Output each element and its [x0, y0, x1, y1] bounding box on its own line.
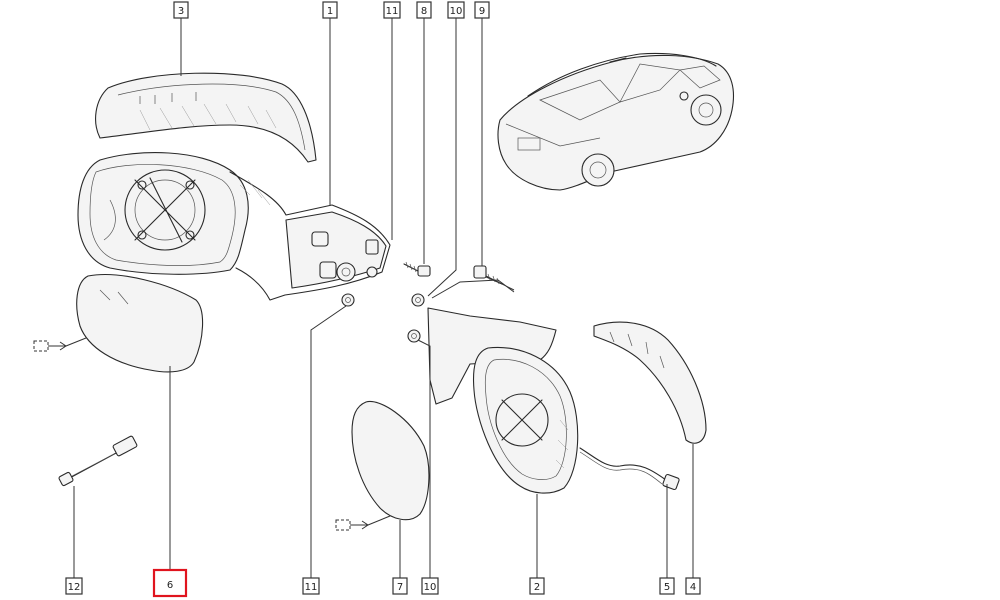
callout-10-top[interactable]: 10: [447, 1, 465, 19]
callout-2[interactable]: 2: [529, 577, 545, 595]
part-7-mirror-glass-right: [351, 400, 430, 521]
callout-1[interactable]: 1: [322, 1, 338, 19]
callout-9[interactable]: 9: [474, 1, 490, 19]
callout-10-bottom[interactable]: 10: [421, 577, 439, 595]
leader-lines: [73, 18, 694, 578]
part-4-cover-trim: [593, 321, 707, 444]
callout-8[interactable]: 8: [416, 1, 432, 19]
reference-symbol-left: [33, 337, 87, 352]
callout-label: 4: [690, 582, 696, 593]
callout-label: 1: [327, 6, 333, 17]
part-12-heater-cable: [58, 435, 138, 487]
callout-label: 10: [424, 582, 437, 593]
assembly-guides: [431, 275, 515, 299]
callout-label: 7: [397, 582, 403, 593]
callout-label: 6: [167, 580, 173, 591]
callout-label: 11: [386, 6, 399, 17]
callout-11-top[interactable]: 11: [383, 1, 401, 19]
part-5-wire-connector: [579, 447, 680, 491]
callout-3[interactable]: 3: [173, 1, 189, 19]
callout-label: 8: [421, 6, 427, 17]
part-1-mirror-housing: [77, 152, 391, 301]
callout-label: 12: [68, 582, 81, 593]
part-8-screw: [403, 261, 431, 277]
callout-6-highlighted[interactable]: 6: [152, 568, 188, 598]
reference-symbol-right: [335, 515, 391, 531]
part-10-washers: [407, 293, 425, 343]
callout-label: 9: [479, 6, 485, 17]
callout-7[interactable]: 7: [392, 577, 408, 595]
callout-label: 2: [534, 582, 540, 593]
callout-4[interactable]: 4: [685, 577, 701, 595]
car-illustration: [497, 53, 735, 191]
callout-label: 5: [664, 582, 670, 593]
part-6-mirror-glass: [76, 274, 204, 373]
callout-label: 11: [305, 582, 318, 593]
callout-5[interactable]: 5: [659, 577, 675, 595]
callout-12[interactable]: 12: [65, 577, 83, 595]
part-3-mirror-cover: [95, 72, 317, 163]
part-2-right-mirror-base: [427, 307, 579, 494]
callout-label: 10: [450, 6, 463, 17]
part-11-nut-left: [341, 266, 378, 307]
callout-label: 3: [178, 6, 184, 17]
callout-11-bottom[interactable]: 11: [302, 577, 320, 595]
